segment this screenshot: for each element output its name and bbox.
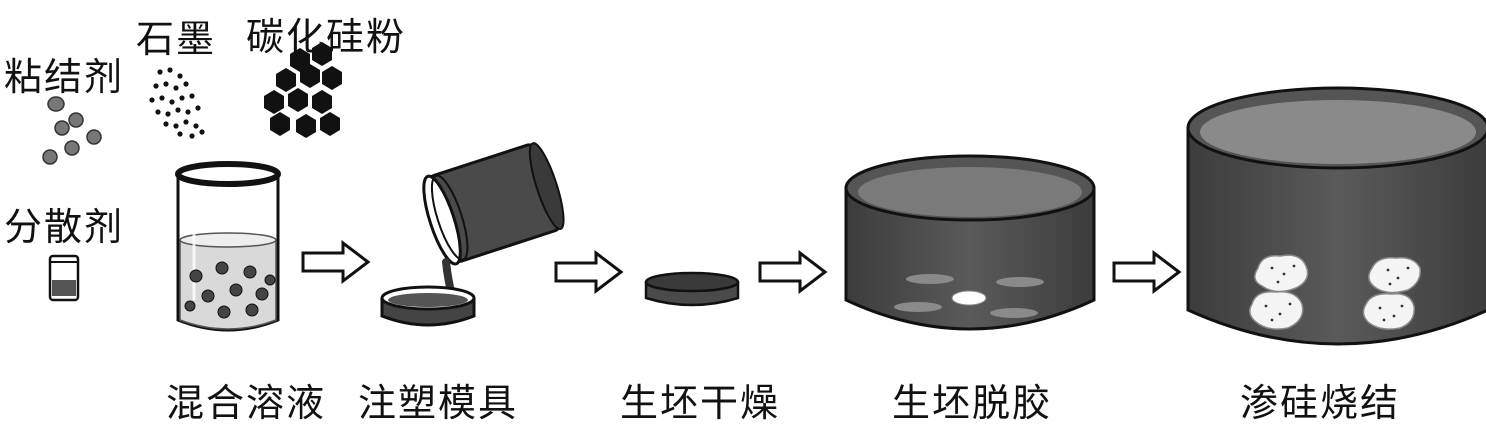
arrow-2 bbox=[554, 249, 624, 295]
sintering-furnace bbox=[1186, 86, 1486, 346]
binder-granules bbox=[42, 96, 102, 165]
pouring-beaker bbox=[422, 142, 565, 266]
injection-mold bbox=[380, 285, 476, 327]
graphite-label: 石墨 bbox=[136, 17, 217, 61]
dispersant-label: 分散剂 bbox=[4, 205, 125, 249]
green-body-disc bbox=[644, 271, 740, 307]
debinding-furnace bbox=[844, 154, 1096, 331]
binder-granule bbox=[68, 112, 84, 128]
binder-granule bbox=[64, 140, 80, 156]
sintered-parts bbox=[1249, 254, 1421, 330]
arrow-4 bbox=[1112, 249, 1182, 295]
step-label-injection: 注塑模具 bbox=[358, 381, 519, 425]
mixing-beaker bbox=[175, 161, 281, 332]
step-label-sintering: 渗硅烧结 bbox=[1240, 381, 1401, 425]
arrow-3 bbox=[758, 249, 828, 295]
binder-granule bbox=[42, 149, 58, 165]
binder-granule bbox=[54, 120, 70, 136]
step-label-drying: 生坯干燥 bbox=[620, 381, 781, 425]
step-label-mixing: 混合溶液 bbox=[166, 381, 327, 425]
binder-label: 粘结剂 bbox=[4, 55, 125, 99]
dispersant-jar bbox=[48, 254, 80, 302]
binder-granule bbox=[86, 129, 102, 145]
step-label-debinding: 生坯脱胶 bbox=[892, 381, 1053, 425]
binder-granule bbox=[47, 96, 65, 112]
arrow-1 bbox=[301, 239, 371, 285]
sic-powder-particles bbox=[264, 42, 342, 138]
graphite-particles bbox=[149, 67, 205, 139]
